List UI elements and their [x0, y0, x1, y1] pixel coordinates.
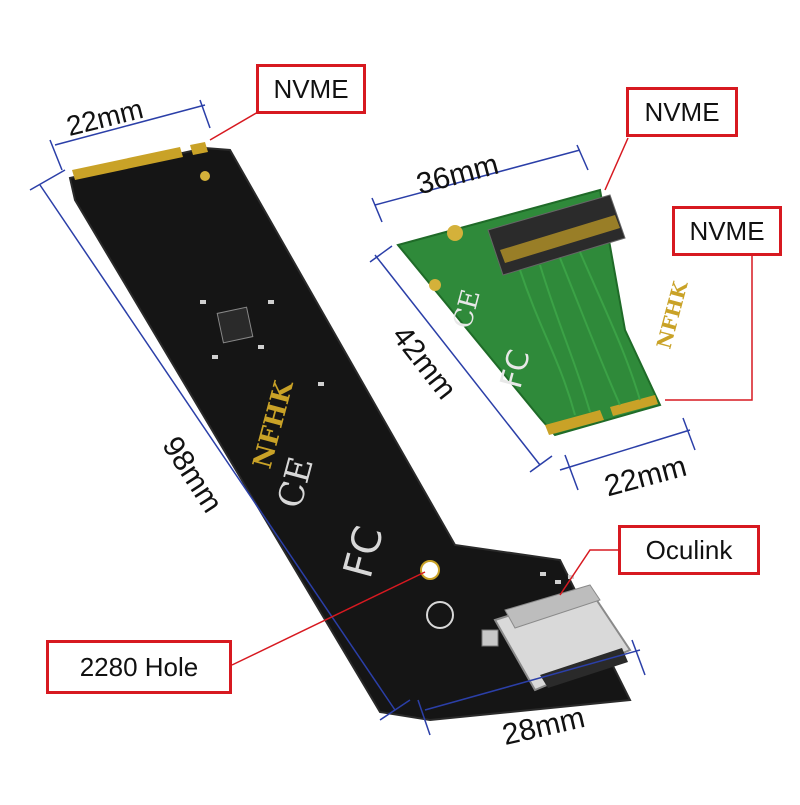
green-pcb-board: FC CE NFHK	[396, 188, 693, 437]
green-brand-logo: NFHK	[652, 278, 693, 351]
mount-pad	[200, 171, 210, 181]
callout-nvme-top-right: NVME	[626, 87, 738, 137]
callout-oculink: Oculink	[618, 525, 760, 575]
black-pcb-board: FC CE NFHK	[68, 142, 632, 722]
nf-mark	[426, 601, 454, 629]
dimension-lines	[29, 99, 696, 736]
callout-leaders	[209, 111, 753, 666]
callout-2280-hole: 2280 Hole	[46, 640, 232, 694]
controller-chip	[216, 306, 254, 344]
gold-fingers	[72, 142, 208, 180]
green-gold-fingers	[545, 410, 604, 435]
callout-nvme-left: NVME	[256, 64, 366, 114]
hole-2280	[420, 560, 440, 580]
callout-nvme-right: NVME	[672, 206, 782, 256]
